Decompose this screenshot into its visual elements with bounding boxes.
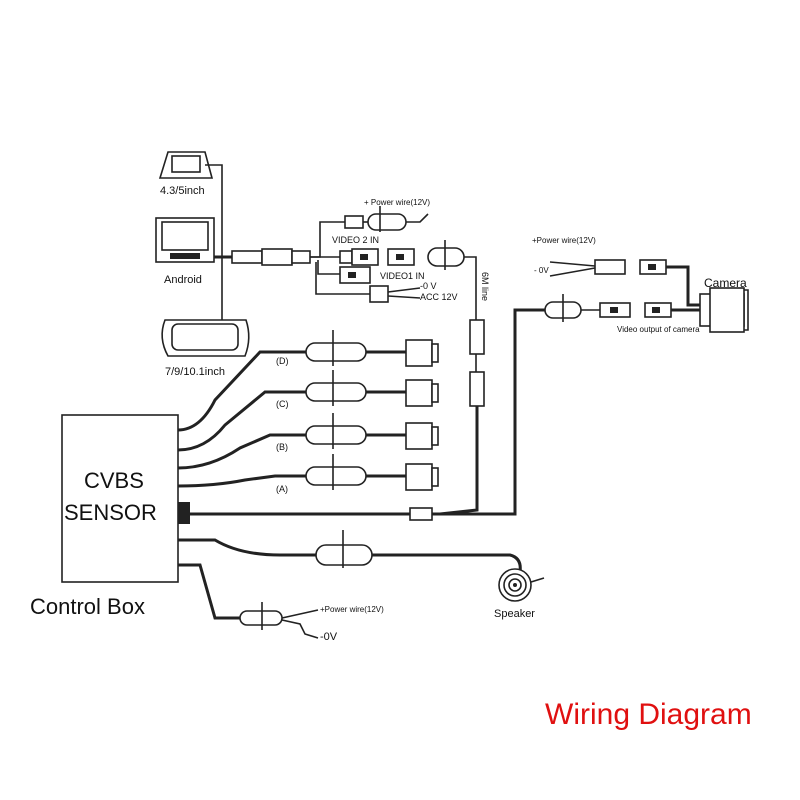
6m-line-label: 6M line [480,272,490,301]
camera-0v-label: - 0V [534,266,549,275]
sensor-b-label: (B) [276,442,288,452]
sensor-a [305,454,439,491]
control-box-line2: SENSOR [64,500,157,525]
control-box-0v-label: -0V [320,631,338,643]
camera-label: Camera [704,276,747,290]
harness-0v-label: -0 V [420,281,437,291]
sensor-cables [177,350,406,488]
control-box-power-label: +Power wire(12V) [320,605,384,614]
mirror-monitor-icon [161,319,250,357]
sensor-c-label: (C) [276,399,289,409]
small-monitor-icon [158,151,223,320]
sensor-b [305,413,439,450]
android-unit-icon [155,217,215,263]
diagram-title: Wiring Diagram [545,698,752,731]
video-harness [214,206,485,516]
video1-in-label: VIDEO1 IN [380,271,425,281]
camera-icon [699,287,749,333]
sensor-d [305,330,439,367]
speaker-label: Speaker [494,608,535,620]
camera-power-wire-label: +Power wire(12V) [532,236,596,245]
sensor-a-label: (A) [276,484,288,494]
control-box [61,414,440,583]
control-box-line1: CVBS [84,468,144,493]
speaker-cable [178,530,522,573]
control-box-label: Control Box [30,594,145,619]
acc-12v-label: ACC 12V [420,292,458,302]
sensor-c [305,370,439,407]
android-label: Android [164,274,202,286]
control-box-power-cable [178,563,319,639]
mirror-monitor-label: 7/9/10.1inch [165,366,225,378]
sensor-d-label: (D) [276,356,289,366]
video2-in-label: VIDEO 2 IN [332,235,379,245]
harness-power-wire-label: + Power wire(12V) [364,198,430,207]
camera-video-output-label: Video output of camera [617,325,700,334]
camera-harness [440,259,700,516]
small-monitor-label: 4.3/5inch [160,185,205,197]
speaker-icon [498,568,545,602]
